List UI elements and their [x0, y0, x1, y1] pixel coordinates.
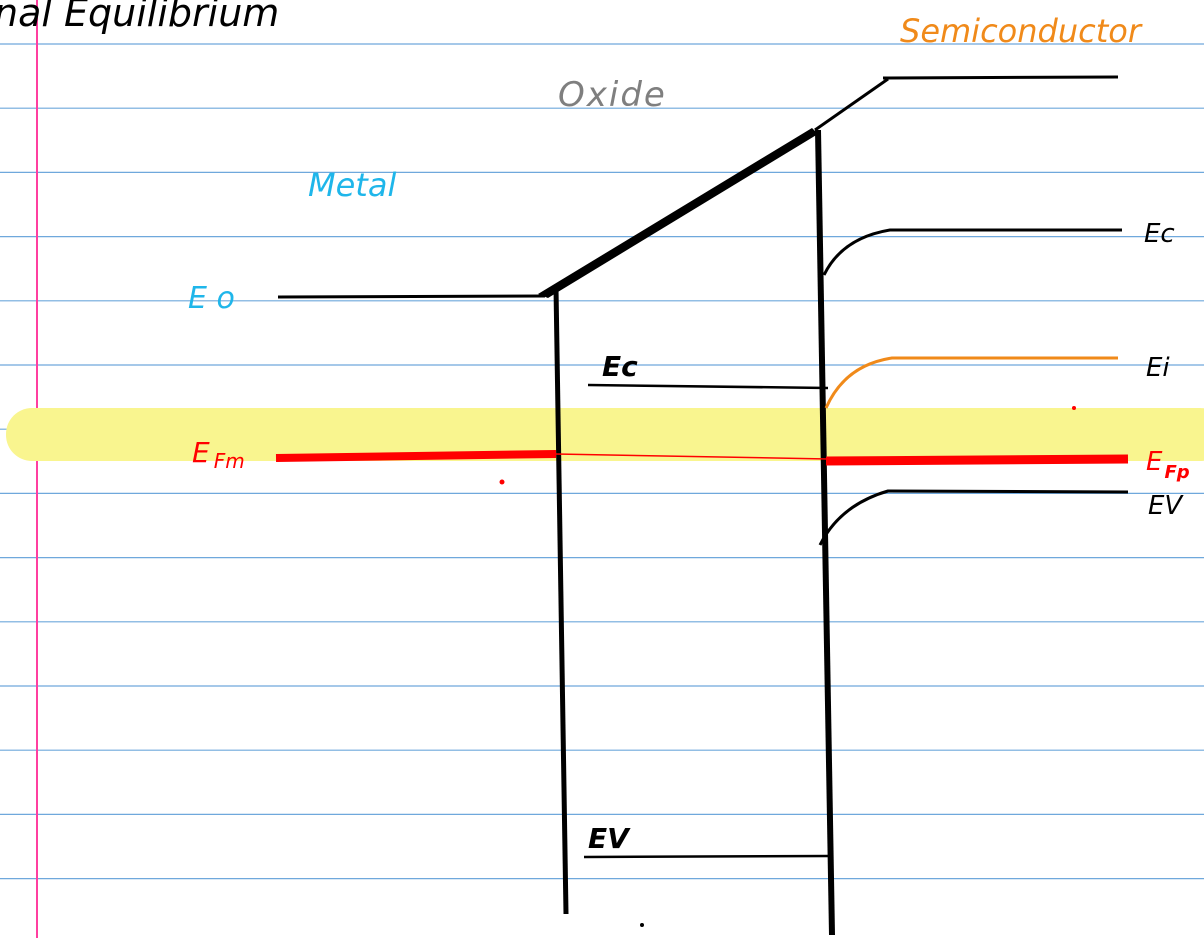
oxide-ec-label: Ec: [602, 350, 638, 383]
semiconductor-ei-label: Ei: [1146, 353, 1170, 383]
semiconductor-vacuum-level: [882, 75, 1119, 80]
fermi-highlight: [6, 408, 1204, 461]
page-title: nal Equilibrium: [0, 0, 279, 35]
vacuum-level-line: [277, 294, 546, 299]
oxide-barrier-slope: [538, 128, 818, 298]
semiconductor-ev-band: [818, 489, 1129, 546]
semiconductor-vacuum-slope: [814, 77, 889, 132]
semiconductor-ec-label: Ec: [1144, 219, 1175, 249]
ruled-lines: [0, 43, 1204, 880]
oxide-label: Oxide: [558, 75, 667, 115]
e0-label: E o: [188, 281, 235, 316]
ink-dot: [499, 479, 505, 485]
semiconductor-ei-band: [824, 356, 1118, 409]
ink-dot: [640, 923, 644, 927]
metal-oxide-interface: [553, 287, 569, 915]
oxide-fermi-connector: [555, 453, 829, 460]
semiconductor-fermi-level: [825, 454, 1129, 466]
semiconductor-ec-band: [822, 228, 1122, 276]
ink-dot: [1072, 406, 1076, 410]
semiconductor-ev-label: EV: [1148, 491, 1184, 521]
metal-fermi-level: [275, 450, 557, 462]
metal-label: Metal: [308, 166, 396, 204]
oxide-ev-label: EV: [588, 822, 631, 855]
oxide-semiconductor-interface: [815, 129, 835, 936]
oxide-ev-line: [583, 854, 831, 859]
semiconductor-label: Semiconductor: [900, 12, 1143, 50]
oxide-ec-line: [587, 383, 829, 390]
